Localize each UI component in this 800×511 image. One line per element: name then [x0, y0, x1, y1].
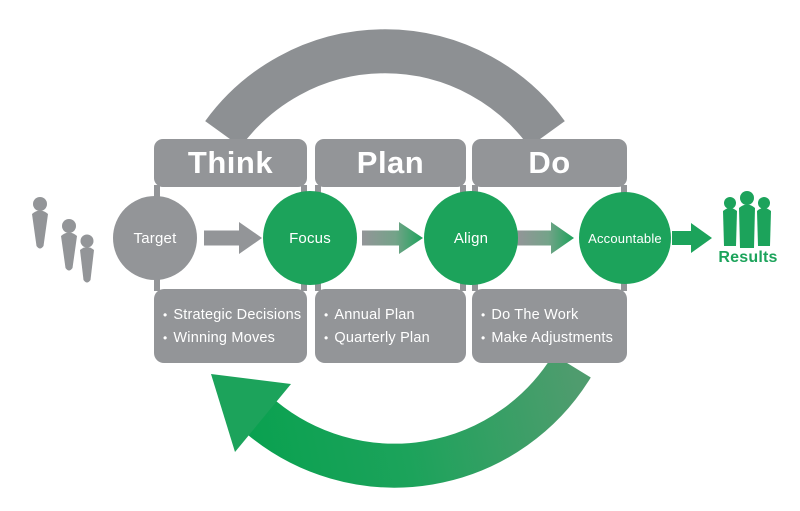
bullet-dot-icon: •	[324, 307, 329, 322]
cycle-arrowhead-icon	[211, 374, 291, 452]
bullet-text: Do The Work	[491, 306, 579, 323]
team-green-icon	[723, 191, 771, 248]
step-circle-focus: Focus	[263, 191, 357, 285]
bullet-text: Strategic Decisions	[173, 306, 302, 323]
bullet-item: • Winning Moves	[163, 330, 305, 346]
cycle-arc-bottom-icon	[248, 354, 591, 488]
cycle-arc-top-icon	[205, 29, 565, 148]
step-circle-align: Align	[424, 191, 518, 285]
bullet-dot-icon: •	[324, 330, 329, 345]
bullet-text: Winning Moves	[173, 329, 276, 346]
results-label: Results	[718, 249, 778, 266]
phase-bullets-do: • Do The Work • Make Adjustments	[472, 289, 627, 363]
phase-header-think: Think	[154, 139, 307, 187]
bullet-item: • Annual Plan	[324, 307, 464, 323]
bullet-text: Make Adjustments	[491, 329, 614, 346]
team-gray-icon	[32, 197, 94, 283]
bullet-dot-icon: •	[163, 330, 168, 345]
phase-header-plan: Plan	[315, 139, 466, 187]
arrow-target-focus-icon	[204, 222, 262, 254]
step-circle-accountable: Accountable	[579, 192, 671, 284]
arrow-align-accountable-icon	[517, 222, 574, 254]
bullet-item: • Quarterly Plan	[324, 330, 464, 346]
bullet-text: Quarterly Plan	[334, 329, 430, 346]
phase-header-do: Do	[472, 139, 627, 187]
bullet-text: Annual Plan	[334, 306, 415, 323]
phase-bullets-plan: • Annual Plan • Quarterly Plan	[315, 289, 466, 363]
bullet-item: • Strategic Decisions	[163, 307, 305, 323]
step-circle-target: Target	[113, 196, 197, 280]
bullet-dot-icon: •	[481, 330, 486, 345]
phase-bullets-think: • Strategic Decisions • Winning Moves	[154, 289, 307, 363]
bullet-item: • Do The Work	[481, 307, 625, 323]
bullet-item: • Make Adjustments	[481, 330, 625, 346]
arrow-focus-align-icon	[362, 222, 423, 254]
bullet-dot-icon: •	[163, 307, 168, 322]
bullet-dot-icon: •	[481, 307, 486, 322]
arrow-accountable-results-icon	[672, 223, 712, 253]
